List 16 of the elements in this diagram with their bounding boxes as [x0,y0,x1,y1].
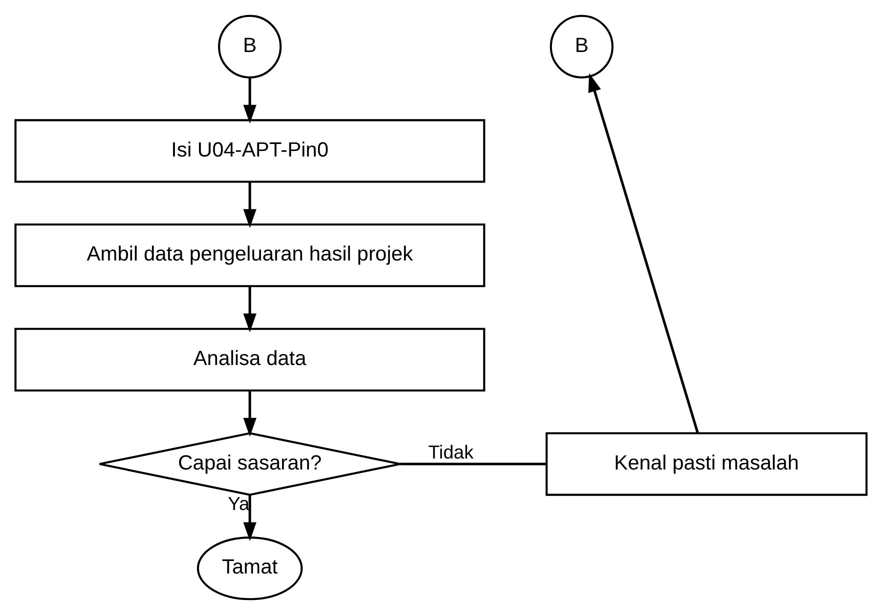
node-box: Analisa data [14,327,486,391]
arrow [243,390,256,436]
node-box: Kenal pasti masalah [546,432,868,496]
node-ellipse: Tamat [196,536,303,600]
node-box: Ambil data pengeluaran hasil projek [14,223,486,287]
node-box: Isi U04-APT-Pin0 [14,118,486,182]
arrow [243,77,256,124]
arrow [243,286,256,332]
node-diamond: Capai sasaran? [98,432,402,496]
arrow [588,72,699,433]
node-circle: B [550,14,614,78]
arrow [243,181,256,228]
node-circle: B [218,14,282,78]
arrow [243,494,256,541]
edge-label: Tidak [428,441,474,462]
connector [400,462,546,465]
